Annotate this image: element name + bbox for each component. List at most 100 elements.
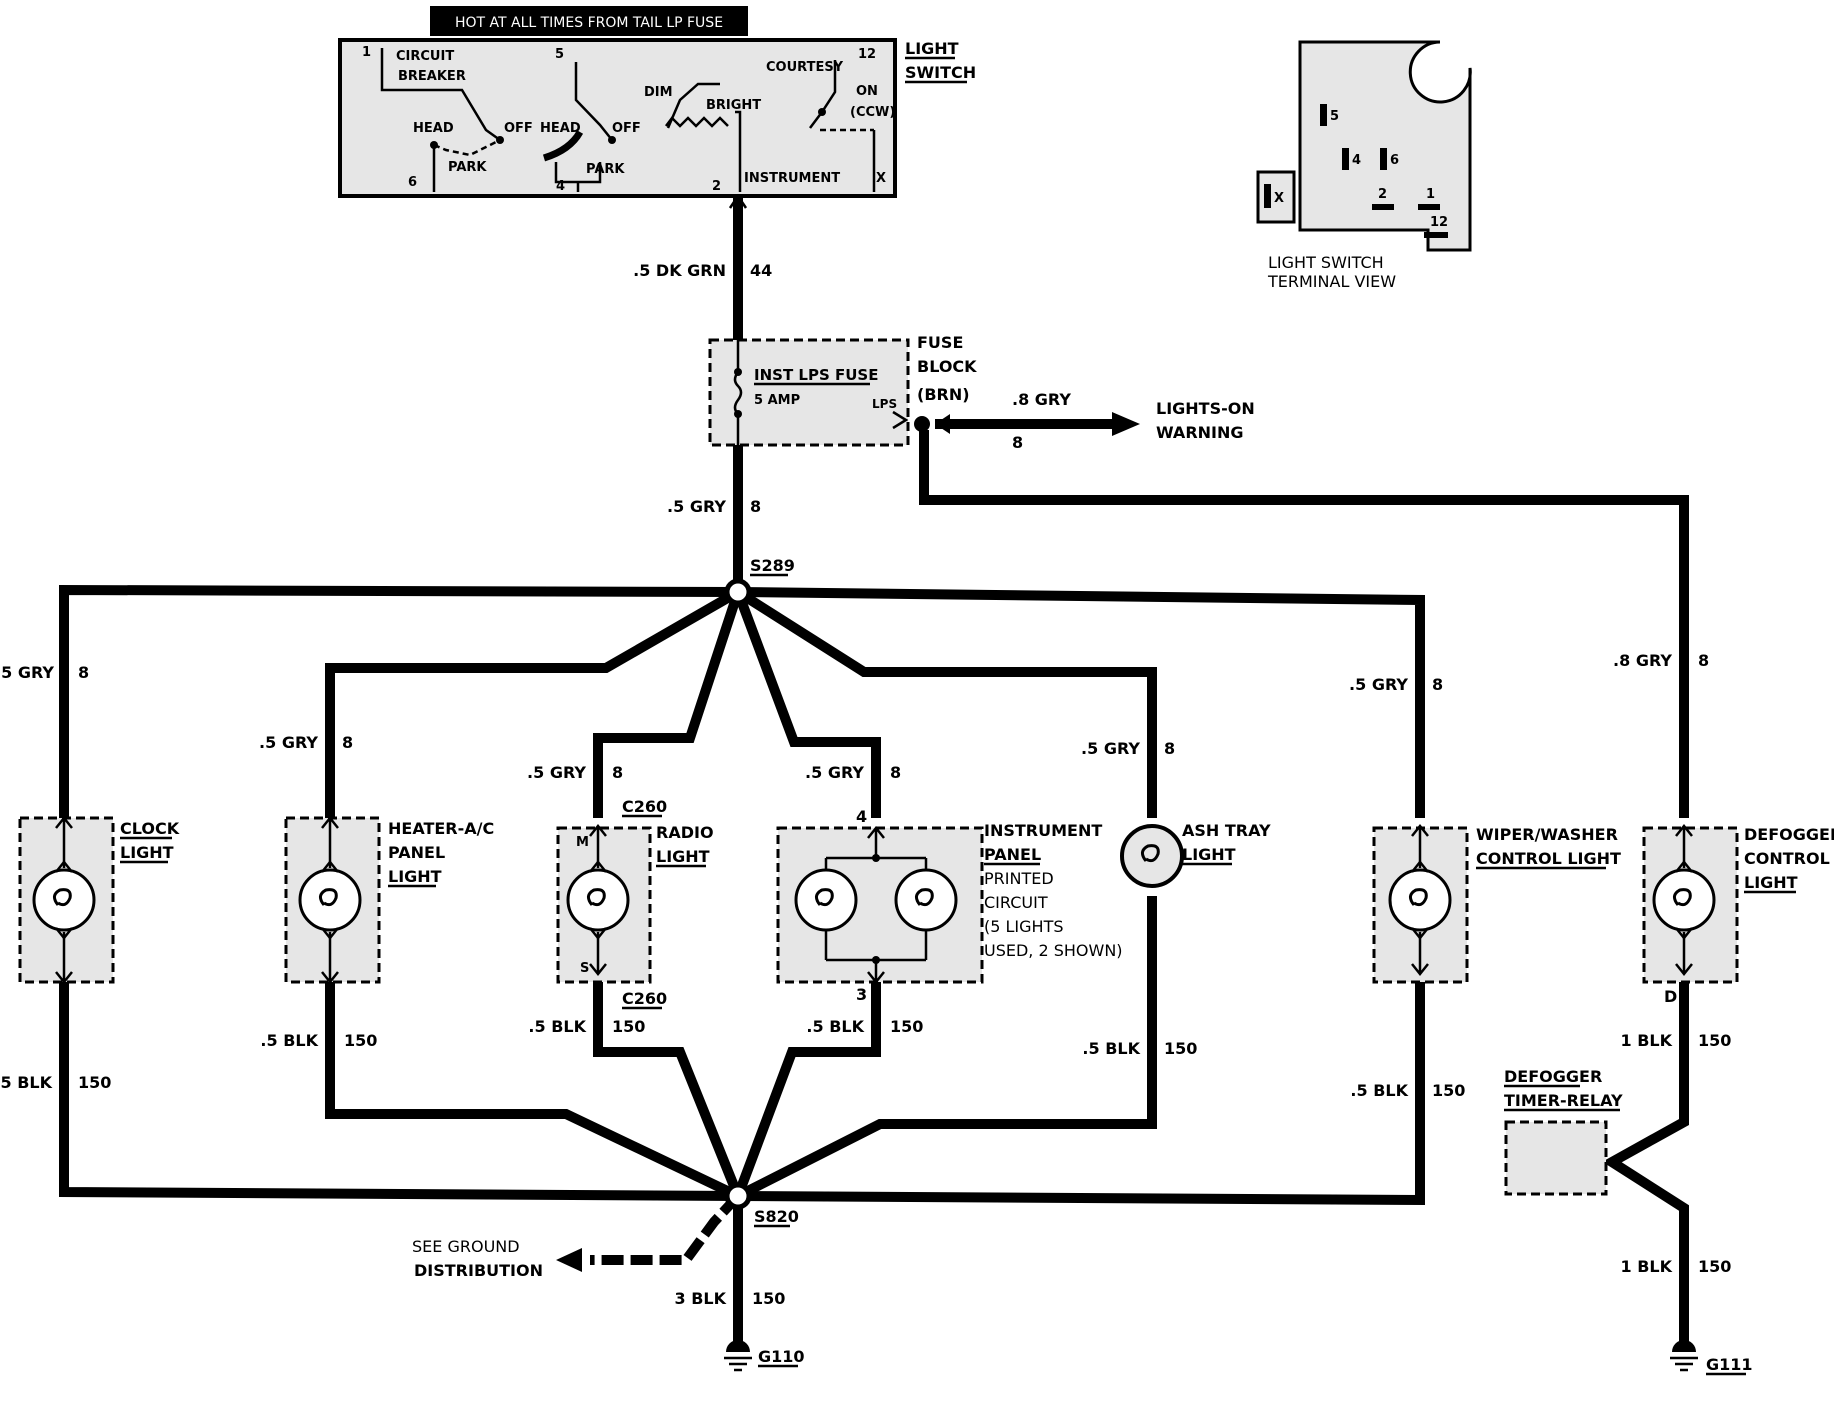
branch-ipc: [733, 590, 881, 818]
lights-on-1: LIGHTS-ON: [1156, 399, 1255, 418]
tv-title-1: LIGHT SWITCH: [1268, 253, 1384, 272]
g-wiper-color: .5 BLK: [1350, 1081, 1408, 1100]
tv-title-2: TERMINAL VIEW: [1267, 272, 1396, 291]
ground-wiper: [737, 982, 1425, 1206]
clock-light: CLOCK LIGHT: [18, 815, 180, 985]
g-relay-color: 1 BLK: [1621, 1257, 1673, 1276]
w-fuse-color: .5 GRY: [667, 497, 726, 516]
g-ash-color: .5 BLK: [1082, 1039, 1140, 1058]
ground-g110: G110: [724, 1340, 805, 1372]
w-heater-num: 8: [342, 733, 353, 752]
ground-clock: [59, 982, 739, 1201]
defog-l1: DEFOGGER: [1744, 825, 1834, 844]
g110-label: G110: [758, 1347, 805, 1366]
w-defog-color: .8 GRY: [1613, 651, 1672, 670]
w-lights-on-color: .8 GRY: [1012, 390, 1071, 409]
g-heater-num: 150: [344, 1031, 377, 1050]
ipc-l3: PRINTED: [984, 869, 1054, 888]
g-defog-color: 1 BLK: [1621, 1031, 1673, 1050]
lights-on-2: WARNING: [1156, 423, 1244, 442]
tv-pin-1: 1: [1426, 187, 1435, 202]
heater-l3: LIGHT: [388, 867, 442, 886]
ash-tray-light: ASH TRAY LIGHT: [1120, 821, 1271, 888]
ls-pin-1: 1: [362, 45, 371, 60]
ls-park1: PARK: [448, 160, 487, 175]
defog-ground-wire: [1602, 982, 1689, 1345]
radio-pin-m: M: [576, 835, 589, 850]
radio-pin-s: S: [580, 961, 589, 976]
terminal-view: X 5 4 6 2 1 12 LIGHT SWITCH TERMINAL VIE…: [1256, 40, 1472, 291]
splice-s820: [724, 1182, 752, 1210]
ground-note-2: DISTRIBUTION: [414, 1261, 543, 1280]
g-ipc-num: 150: [890, 1017, 923, 1036]
w-lights-on-num: 8: [1012, 433, 1023, 452]
heater-ac-panel-light: HEATER-A/C PANEL LIGHT: [284, 815, 494, 985]
g-heater-color: .5 BLK: [260, 1031, 318, 1050]
s820-label: S820: [754, 1207, 799, 1226]
heater-l2: PANEL: [388, 843, 445, 862]
ls-off1: OFF: [504, 121, 533, 136]
g-relay-num: 150: [1698, 1257, 1731, 1276]
w-radio-num: 8: [612, 763, 623, 782]
g-main-color: 3 BLK: [675, 1289, 727, 1308]
s289-label: S289: [750, 556, 795, 575]
branch-clock: [59, 584, 739, 818]
ground-heater: [325, 982, 741, 1201]
radio-conn-top: C260: [622, 797, 667, 816]
ground-g111: G111: [1670, 1340, 1753, 1376]
w-top-color: .5 DK GRN: [633, 261, 726, 280]
wiper-l1: WIPER/WASHER: [1476, 825, 1618, 844]
light-switch: LIGHT SWITCH 1 5 12 6 4 2 X CIRCUIT BREA…: [338, 38, 976, 198]
ls-courtesy: COURTESY: [766, 60, 844, 75]
ls-head1: HEAD: [413, 121, 454, 136]
ground-dist-arrow: [556, 1248, 582, 1272]
ground-radio: [593, 982, 743, 1198]
ls-head2: HEAD: [540, 121, 581, 136]
radio-light: M S C260 C260 RADIO LIGHT: [556, 797, 714, 1010]
radio-l2: LIGHT: [656, 847, 710, 866]
w-fuse-num: 8: [750, 497, 761, 516]
g-wiper-num: 150: [1432, 1081, 1465, 1100]
w-ash-color: .5 GRY: [1081, 739, 1140, 758]
splice-s289: [724, 578, 752, 606]
g-radio-num: 150: [612, 1017, 645, 1036]
defog-l3: LIGHT: [1744, 873, 1798, 892]
ipc-pin-bot: 3: [856, 985, 867, 1004]
light-switch-title-2: SWITCH: [905, 63, 976, 82]
clock-l2: LIGHT: [120, 843, 174, 862]
ipc-pin-top: 4: [856, 807, 867, 826]
light-switch-title: LIGHT: [905, 39, 959, 58]
w-clock-num: 8: [78, 663, 89, 682]
ls-on: ON: [856, 84, 878, 99]
fuse-title-2: BLOCK: [917, 357, 977, 376]
g-ash-num: 150: [1164, 1039, 1197, 1058]
heater-l1: HEATER-A/C: [388, 819, 494, 838]
brn-connector: [914, 416, 930, 432]
w-defog-num: 8: [1698, 651, 1709, 670]
ls-instrument: INSTRUMENT: [744, 171, 840, 186]
ls-dim: DIM: [644, 85, 673, 100]
defog-pin-d: D: [1664, 987, 1677, 1006]
instrument-panel-printed-circuit: 4 3 INSTRUMENT PANEL PRINTED CIRCUIT (5 …: [776, 807, 1123, 1004]
fuse-lps: LPS: [872, 397, 897, 411]
tv-pin-6: 6: [1390, 153, 1399, 168]
g-radio-color: .5 BLK: [528, 1017, 586, 1036]
tv-pin-12: 12: [1430, 215, 1448, 230]
ipc-l1: INSTRUMENT: [984, 821, 1102, 840]
ls-circuit: CIRCUIT: [396, 49, 454, 64]
hot-label-box: [430, 6, 748, 36]
ls-pin-12: 12: [858, 47, 876, 62]
ash-l1: ASH TRAY: [1182, 821, 1271, 840]
g-defog-num: 150: [1698, 1031, 1731, 1050]
radio-l1: RADIO: [656, 823, 714, 842]
clock-l1: CLOCK: [120, 819, 180, 838]
ground-ash: [735, 896, 1157, 1201]
w-heater-color: .5 GRY: [259, 733, 318, 752]
w-clock-color: .5 GRY: [0, 663, 54, 682]
ls-pin-4: 4: [556, 179, 565, 194]
w-wiper-num: 8: [1432, 675, 1443, 694]
fuse-name: INST LPS FUSE: [754, 366, 878, 384]
ground-ipc: [733, 982, 881, 1198]
ls-pin-2: 2: [712, 179, 721, 194]
